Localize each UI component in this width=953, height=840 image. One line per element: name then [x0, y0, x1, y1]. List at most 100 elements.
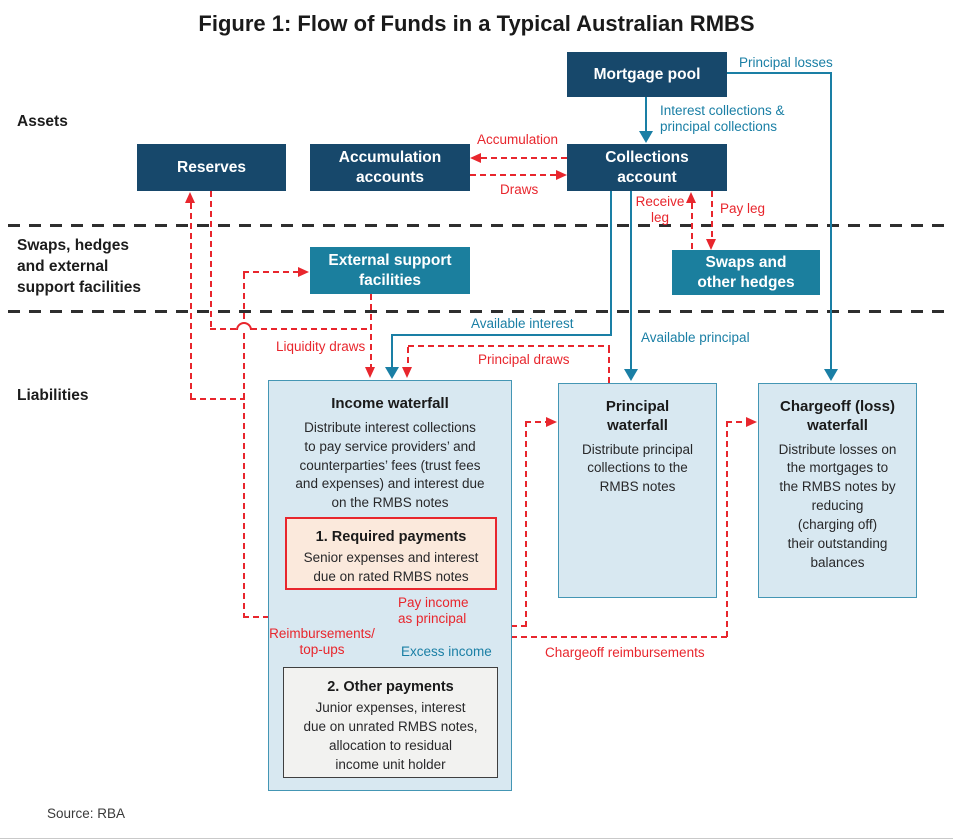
flow-line-available-interest-v2 [391, 334, 393, 368]
label-principal-losses: Principal losses [739, 55, 833, 70]
principal-waterfall-box: Principal waterfall Distribute principal… [558, 383, 717, 598]
arrowhead-liquidity-draws [365, 367, 375, 378]
external-support-line1: External support [328, 252, 452, 270]
principal-title-line1: Principal [605, 398, 670, 415]
label-available-principal: Available principal [641, 330, 750, 345]
flow-line-principal-draws-v1 [608, 347, 610, 383]
income-waterfall-title: Income waterfall [331, 395, 449, 412]
flow-line-pay-leg [711, 191, 713, 239]
flow-line-pay-income-v [525, 421, 527, 627]
bottom-rule [0, 838, 953, 839]
flow-line-liquidity-draws-v2 [370, 294, 372, 367]
arrowhead-available-interest [385, 367, 399, 379]
swaps-hedges-line2: other hedges [697, 273, 795, 291]
label-accumulation: Accumulation [477, 132, 559, 147]
figure-title: Figure 1: Flow of Funds in a Typical Aus… [198, 11, 755, 36]
flow-line-interest-collections [645, 97, 647, 133]
chargeoff-body-line6: their outstanding [787, 535, 888, 551]
other-body-line1: Junior expenses, interest [315, 700, 466, 716]
other-payments-body: Junior expenses, interest due on unrated… [288, 699, 493, 775]
accumulation-accounts-line1: Accumulation [338, 149, 442, 167]
flow-line-available-principal [630, 191, 632, 370]
collections-account-line2: account [617, 168, 677, 186]
other-body-line3: allocation to residual [328, 737, 453, 753]
label-pay-income-line1: Pay income [398, 595, 469, 610]
principal-waterfall-body: Distribute principal collections to the … [563, 441, 713, 498]
flow-line-reimbursements-esf-h [243, 271, 298, 273]
income-body-line2: to pay service providers’ and [304, 438, 476, 454]
label-reimbursements-top-ups: Reimbursements/ top-ups [262, 626, 382, 659]
flow-line-chargeoff-reimb-v [726, 421, 728, 638]
flow-line-pay-income-h2 [525, 421, 546, 423]
flow-line-reimbursements-reserves-v [190, 203, 192, 400]
chargeoff-body-line2: the mortgages to [786, 460, 889, 476]
arrowhead-principal-draws [402, 367, 412, 378]
section-separator-swaps [8, 310, 945, 313]
chargeoff-body-line1: Distribute losses on [778, 441, 897, 457]
line-crossing-hop [236, 322, 252, 330]
arrowhead-accumulation [470, 153, 481, 163]
arrowhead-reimbursements-reserves [185, 192, 195, 203]
other-payments-box: 2. Other payments Junior expenses, inter… [283, 667, 498, 778]
section-label-liabilities: Liabilities [17, 387, 89, 404]
label-interest-collections-line2: principal collections [660, 119, 778, 135]
flow-line-available-interest-h [391, 334, 612, 336]
other-body-line2: due on unrated RMBS notes, [303, 719, 478, 735]
chargeoff-title-line2: waterfall [807, 416, 868, 434]
other-payments-title: 2. Other payments [327, 679, 454, 695]
arrowhead-pay-income [546, 417, 557, 427]
chargeoff-body-line4: reducing [811, 498, 864, 514]
flow-line-liquidity-draws-h2 [251, 328, 371, 330]
principal-body-line1: Distribute principal [581, 441, 694, 457]
required-payments-title: 1. Required payments [315, 529, 467, 545]
label-excess-income: Excess income [401, 644, 492, 659]
income-body-line3: counterparties’ fees (trust fees [299, 457, 481, 473]
label-pay-leg: Pay leg [720, 201, 766, 216]
external-support-line2: facilities [358, 271, 421, 289]
chargeoff-body-line3: the RMBS notes by [779, 479, 896, 495]
section-label-swaps: Swaps, hedges and external support facil… [17, 236, 157, 299]
label-chargeoff-reimbursements: Chargeoff reimbursements [545, 645, 705, 660]
chargeoff-waterfall-box: Chargeoff (loss) waterfall Distribute lo… [758, 383, 917, 598]
label-liquidity-draws: Liquidity draws [276, 339, 366, 354]
arrowhead-receive-leg [686, 192, 696, 203]
principal-waterfall-title: Principal waterfall [592, 398, 684, 436]
label-pay-income-line2: as principal [398, 611, 467, 627]
section-label-swaps-line2: and external [17, 257, 109, 275]
reserves-box: Reserves [137, 144, 286, 191]
income-body-line1: Distribute interest collections [304, 419, 476, 435]
chargeoff-body-line7: balances [810, 554, 865, 570]
flow-line-reimbursements-branch-h [190, 398, 245, 400]
flow-line-liquidity-draws-v1 [210, 191, 212, 330]
chargeoff-title-line1: Chargeoff (loss) [779, 398, 895, 415]
flow-line-principal-draws-v2 [407, 347, 409, 367]
flow-line-accumulation [481, 157, 567, 159]
required-payments-box: 1. Required payments Senior expenses and… [285, 517, 497, 590]
section-label-swaps-line3: support facilities [17, 278, 142, 296]
principal-title-line2: waterfall [607, 416, 668, 434]
label-principal-draws: Principal draws [478, 352, 570, 367]
flow-line-available-interest-v1 [610, 191, 612, 336]
swaps-hedges-line1: Swaps and [705, 254, 787, 272]
flow-line-reimbursements-main-v [243, 273, 245, 618]
chargeoff-body-line5: (charging off) [797, 517, 878, 533]
arrowhead-pay-leg [706, 239, 716, 250]
label-reimbursements-line1: Reimbursements/ [269, 626, 375, 641]
required-body-line1: Senior expenses and interest [303, 550, 479, 566]
label-receive-leg-line2: leg [650, 210, 669, 226]
arrowhead-draws [556, 170, 567, 180]
arrowhead-reimbursements-esf [298, 267, 309, 277]
accumulation-accounts-line2: accounts [355, 168, 425, 186]
flow-line-liquidity-draws-h1 [210, 328, 237, 330]
label-pay-income-as-principal: Pay income as principal [398, 595, 478, 628]
income-waterfall-body: Distribute interest collections to pay s… [278, 419, 502, 513]
arrowhead-principal-losses [824, 369, 838, 381]
other-body-line4: income unit holder [335, 756, 446, 772]
chargeoff-waterfall-title: Chargeoff (loss) waterfall [770, 398, 905, 436]
required-payments-body: Senior expenses and interest due on rate… [289, 549, 494, 587]
flow-line-principal-losses-v [830, 72, 832, 370]
